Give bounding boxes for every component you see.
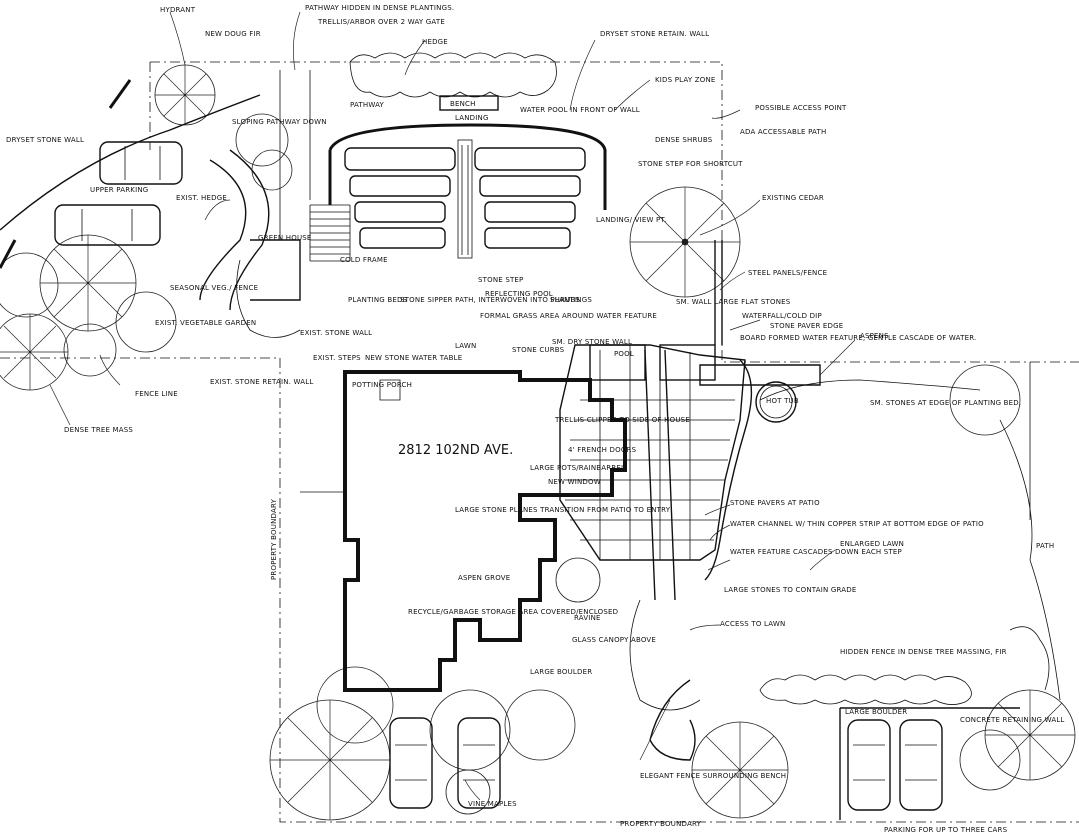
label-green-house: GREEN HOUSE: [258, 234, 312, 242]
label-exist-steps: EXIST. STEPS: [313, 354, 361, 362]
label-stone-curbs: STONE CURBS: [512, 346, 565, 354]
label-parking-three: PARKING FOR UP TO THREE CARS: [884, 826, 1008, 834]
label-property-boundary-bottom: PROPERTY BOUNDARY: [620, 820, 702, 828]
label-sm-dry-stone: SM. DRY STONE WALL: [552, 338, 632, 346]
label-trellis-arbor: TRELLIS/ARBOR OVER 2 WAY GATE: [317, 18, 445, 26]
label-large-pots: LARGE POTS/RAINBARREL: [530, 464, 625, 472]
lower-parking: [389, 707, 1020, 820]
label-stone-step-shortcut: STONE STEP FOR SHORTCUT: [638, 160, 743, 168]
label-large-boulder-2: LARGE BOULDER: [845, 708, 907, 716]
label-french-doors: 4' FRENCH DOORS: [568, 446, 637, 454]
leader-lines: [49, 11, 856, 801]
label-cold-frame: COLD FRAME: [340, 256, 388, 264]
label-large-stones: LARGE STONES TO CONTAIN GRADE: [724, 586, 856, 594]
label-large-boulder-1: LARGE BOULDER: [530, 668, 592, 676]
label-waterfall: WATERFALL/COLD DIP: [742, 312, 822, 320]
property-boundary: [0, 61, 1079, 823]
label-potting-porch: POTTING PORCH: [352, 381, 412, 389]
label-dense-tree-mass: DENSE TREE MASS: [64, 426, 133, 434]
label-dense-shrubs: DENSE SHRUBS: [655, 136, 713, 144]
tree-symbols: [0, 64, 1076, 821]
label-landing-view: LANDING/ VIEW PT.: [596, 216, 667, 224]
label-exist-stone-wall: EXIST. STONE WALL: [300, 329, 372, 337]
label-exist-stone-retaining: EXIST. STONE RETAIN. WALL: [210, 378, 313, 386]
label-sm-wall: SM. WALL LARGE FLAT STONES: [676, 298, 791, 306]
label-access-lawn: ACCESS TO LAWN: [720, 620, 785, 628]
label-board-formed: BOARD FORMED WATER FEATURE, GENTLE CASCA…: [740, 334, 976, 342]
label-upper-parking: UPPER PARKING: [90, 186, 148, 194]
label-pathway: PATHWAY: [350, 101, 385, 109]
label-stone-paver-edge: STONE PAVER EDGE: [770, 322, 843, 330]
label-kids-play-zone: KIDS PLAY ZONE: [655, 76, 716, 84]
pool-structure: [589, 240, 821, 386]
label-sloping-pathway: SLOPING PATHWAY DOWN: [232, 118, 327, 126]
label-recycle: RECYCLE/GARBAGE STORAGE AREA COVERED/ENC…: [408, 608, 618, 616]
label-existing-cedar: EXISTING CEDAR: [762, 194, 824, 202]
house-footprint: [300, 370, 627, 692]
label-trellis-clipped: TRELLIS CLIPPED TO SIDE OF HOUSE: [554, 416, 690, 424]
label-vine-maples: VINE MAPLES: [468, 800, 517, 808]
shrub-mass: [349, 52, 1050, 705]
label-pathway-hidden: PATHWAY HIDDEN IN DENSE PLANTINGS.: [305, 4, 454, 12]
label-hydrant: HYDRANT: [160, 6, 196, 14]
label-hidden-fence: HIDDEN FENCE IN DENSE TREE MASSING, FIR: [840, 648, 1007, 656]
stone-patio: [559, 344, 753, 601]
label-new-window: NEW WINDOW: [548, 478, 601, 486]
label-sm-stones: SM. STONES AT EDGE OF PLANTING BED.: [870, 399, 1021, 407]
label-steel-panels: STEEL PANELS/FENCE: [748, 269, 827, 277]
label-dryset-stone-wall-top: DRYSET STONE RETAIN. WALL: [600, 30, 709, 38]
label-stone-sipper: STONE SIPPER PATH, INTERWOVEN INTO PLANT…: [400, 296, 592, 304]
label-large-stone-planes: LARGE STONE PLANES TRANSITION FROM PATIO…: [455, 506, 671, 514]
label-hot-tub: HOT TUB: [766, 397, 799, 405]
label-exist-vegetable: EXIST. VEGETABLE GARDEN: [155, 319, 256, 327]
label-shrubs: SHRUBS: [550, 296, 580, 304]
site-linework: [0, 70, 1061, 761]
label-property-boundary-left: PROPERTY BOUNDARY: [270, 498, 278, 580]
label-stone-step: STONE STEP: [478, 276, 523, 284]
label-new-stone-water-table: NEW STONE WATER TABLE: [365, 354, 462, 362]
label-water-channel: WATER CHANNEL W/ THIN COPPER STRIP AT BO…: [730, 520, 984, 528]
label-glass-canopy: GLASS CANOPY ABOVE: [572, 636, 656, 644]
label-path: PATH: [1036, 542, 1054, 550]
label-formal-grass: FORMAL GRASS AREA AROUND WATER FEATURE: [480, 312, 657, 320]
label-aspen-grove: ASPEN GROVE: [458, 574, 510, 582]
label-stone-pavers-patio: STONE PAVERS AT PATIO: [730, 499, 820, 507]
label-enlarged-lawn: ENLARGED LAWN: [840, 540, 904, 548]
label-possible-access: POSSIBLE ACCESS POINT: [755, 104, 847, 112]
label-seasonal-veg: SEASONAL VEG./ FENCE: [170, 284, 258, 292]
label-landing: LANDING: [455, 114, 489, 122]
label-reflecting-pool: REFLECTING POOL: [485, 290, 553, 298]
label-water-feature-cascades: WATER FEATURE CASCADES DOWN EACH STEP: [730, 548, 902, 556]
label-ravine: RAVINE: [574, 614, 601, 622]
label-fence-line: FENCE LINE: [135, 390, 178, 398]
address-label: 2812 102ND AVE.: [398, 443, 513, 458]
label-hedge: HEDGE: [422, 38, 448, 46]
label-aspens: ASPENS: [860, 332, 889, 340]
label-pool-1: POOL: [614, 350, 634, 358]
label-exist-hedge: EXIST. HEDGE: [176, 194, 227, 202]
label-ada-path: ADA ACCESSABLE PATH: [740, 128, 826, 136]
label-elegant-fence: ELEGANT FENCE SURROUNDING BENCH: [640, 772, 786, 780]
label-new-doug-fir: NEW DOUG FIR: [205, 30, 261, 38]
label-concrete-wall: CONCRETE RETAINING WALL: [960, 716, 1065, 724]
label-water-pool-wall: WATER POOL IN FRONT OF WALL: [520, 106, 640, 114]
annotation-labels: HYDRANT NEW DOUG FIR PATHWAY HIDDEN IN D…: [6, 4, 1065, 834]
label-dryset-stone-wall-left: DRYSET STONE WALL: [6, 136, 84, 144]
hot-tub: [755, 381, 797, 423]
upper-parking: [54, 141, 270, 311]
label-lawn-top: LAWN: [455, 342, 476, 350]
label-planting-beds: PLANTING BEDS: [348, 296, 408, 304]
label-bench: BENCH: [450, 100, 476, 108]
formal-water-garden: [309, 95, 607, 262]
